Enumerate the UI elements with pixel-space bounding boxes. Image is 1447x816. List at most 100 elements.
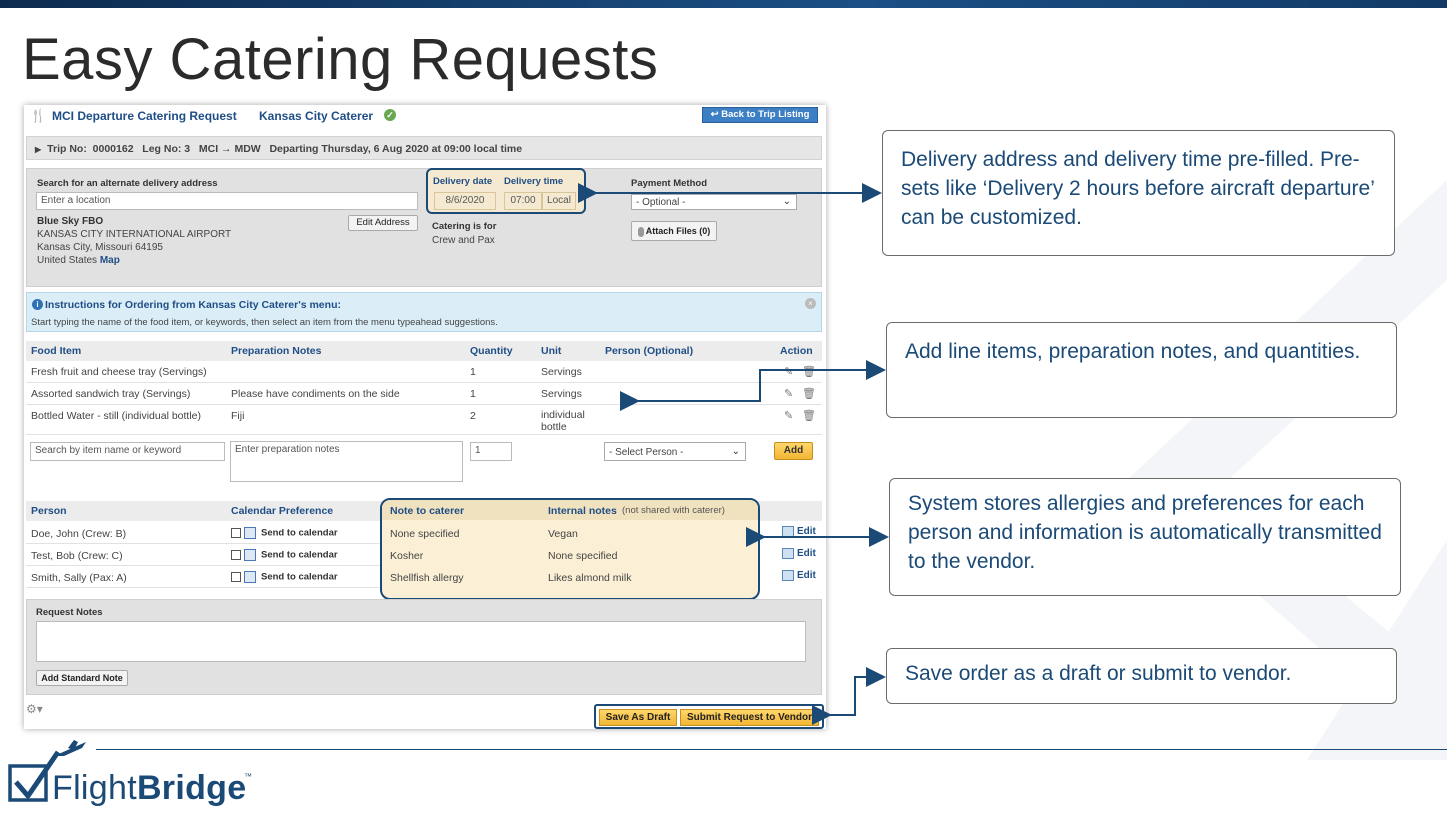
table-row: Bottled Water - still (individual bottle… (26, 405, 822, 435)
vendor-name[interactable]: Kansas City Caterer (259, 109, 374, 123)
add-standard-note-button[interactable]: Add Standard Note (36, 670, 128, 686)
callout-line-items: Add line items, preparation notes, and q… (886, 322, 1397, 418)
person-select[interactable]: - Select Person -⌄ (604, 442, 746, 461)
notes-header-band (382, 500, 758, 520)
calendar-preference[interactable]: Send to calendar (231, 527, 338, 539)
calendar-checkbox[interactable] (231, 528, 241, 538)
trash-icon[interactable]: 🗑 (802, 366, 816, 378)
item-name: Assorted sandwich tray (Servings) (31, 388, 191, 400)
close-icon[interactable]: × (805, 298, 816, 309)
address-country: United States (37, 255, 98, 266)
trash-icon[interactable]: 🗑 (802, 388, 816, 400)
edit-pencil-icon[interactable]: ✎ (784, 366, 794, 378)
edit-label: Edit (797, 548, 816, 560)
edit-person-button[interactable]: Edit (782, 548, 816, 559)
edit-pencil-icon[interactable]: ✎ (784, 388, 794, 400)
internal-notes-subtitle: (not shared with caterer) (622, 505, 725, 516)
slide-title: Easy Catering Requests (22, 27, 659, 92)
item-unit: Servings (541, 366, 582, 378)
alternate-address-label: Search for an alternate delivery address (37, 178, 218, 189)
location-search-input[interactable]: Enter a location (36, 192, 418, 210)
calendar-checkbox[interactable] (231, 572, 241, 582)
fbo-name: Blue Sky FBO (37, 216, 104, 227)
logo-text-bold: Bridge (136, 769, 247, 807)
trip-summary: Trip No: 0000162 Leg No: 3 MCI → MDW Dep… (47, 143, 523, 155)
instructions-box: i Instructions for Ordering from Kansas … (26, 292, 822, 332)
prep-notes-input[interactable]: Enter preparation notes (230, 441, 463, 482)
edit-address-button[interactable]: Edit Address (348, 215, 418, 231)
request-header: 🍴 MCI Departure Catering Request Kansas … (24, 105, 826, 127)
send-to-calendar-label: Send to calendar (261, 527, 338, 539)
calendar-checkbox[interactable] (231, 550, 241, 560)
item-unit: individual (541, 409, 585, 421)
delivery-date-input[interactable]: 8/6/2020 (434, 192, 496, 210)
delivery-time-input[interactable]: 07:00 (504, 192, 542, 210)
item-qty: 1 (470, 366, 476, 378)
caterer-note: Shellfish allergy (390, 572, 464, 584)
back-to-trip-listing-button[interactable]: ↩ Back to Trip Listing (702, 107, 818, 123)
edit-pencil-icon[interactable]: ✎ (784, 410, 794, 422)
edit-person-button[interactable]: Edit (782, 526, 816, 537)
send-to-calendar-label: Send to calendar (261, 571, 338, 583)
caterer-note: None specified (390, 528, 460, 540)
address-line-1: KANSAS CITY INTERNATIONAL AIRPORT (37, 229, 232, 240)
col-quantity: Quantity (470, 345, 513, 357)
footer-actions-highlight: Save As Draft Submit Request to Vendor (594, 704, 824, 729)
submit-request-button[interactable]: Submit Request to Vendor (680, 709, 819, 726)
attach-files-button[interactable]: Attach Files (0) (631, 221, 717, 241)
col-note-to-caterer: Note to caterer (390, 505, 465, 517)
person-name: Smith, Sally (Pax: A) (31, 572, 127, 584)
vendor-verified-icon: ✓ (384, 109, 396, 121)
table-row: Assorted sandwich tray (Servings) Please… (26, 383, 822, 405)
payment-method-select[interactable]: - Optional - ⌄ (631, 194, 797, 210)
col-person-name: Person (31, 505, 67, 517)
quantity-input[interactable]: 1 (470, 442, 512, 461)
trash-icon[interactable]: 🗑 (802, 410, 816, 422)
item-name: Fresh fruit and cheese tray (Servings) (31, 366, 207, 378)
col-action: Action (780, 345, 813, 357)
item-unit-line2: bottle (541, 421, 567, 433)
chevron-down-icon: ⌄ (731, 446, 740, 457)
add-item-button[interactable]: Add (774, 442, 813, 460)
request-notes-label: Request Notes (36, 607, 103, 618)
delivery-panel: Search for an alternate delivery address… (26, 168, 822, 287)
chevron-down-icon: ⌄ (782, 196, 791, 207)
save-as-draft-button[interactable]: Save As Draft (599, 709, 677, 726)
catering-request-window: 🍴 MCI Departure Catering Request Kansas … (24, 105, 826, 729)
edit-label: Edit (797, 526, 816, 538)
item-qty: 2 (470, 410, 476, 422)
catering-for-value: Crew and Pax (432, 235, 495, 246)
col-person: Person (Optional) (605, 345, 694, 357)
edit-person-button[interactable]: Edit (782, 570, 816, 581)
gear-icon[interactable]: ⚙▾ (26, 702, 43, 716)
calendar-preference[interactable]: Send to calendar (231, 571, 338, 583)
fork-knife-icon: 🍴 (30, 108, 47, 123)
edit-note-icon (782, 526, 794, 537)
callout-delivery: Delivery address and delivery time pre-f… (882, 130, 1395, 256)
table-row: Doe, John (Crew: B) Send to calendar (26, 522, 380, 544)
item-search-input[interactable]: Search by item name or keyword (30, 442, 225, 461)
calendar-icon (244, 527, 256, 539)
calendar-preference[interactable]: Send to calendar (231, 549, 338, 561)
col-food-item: Food Item (31, 345, 82, 357)
table-row: Test, Bob (Crew: C) Send to calendar (26, 544, 380, 566)
flightbridge-logo-text: FlightBridge (52, 769, 246, 808)
internal-note: None specified (548, 550, 618, 562)
instructions-body: Start typing the name of the food item, … (31, 317, 498, 328)
request-title: MCI Departure Catering Request (52, 109, 237, 123)
trip-summary-bar[interactable]: ▶Trip No: 0000162 Leg No: 3 MCI → MDW De… (26, 136, 822, 160)
trademark-symbol: ™ (244, 772, 252, 781)
flightbridge-logo-mark (8, 740, 86, 802)
table-row: Fresh fruit and cheese tray (Servings) 1… (26, 361, 822, 383)
request-notes-textarea[interactable] (36, 621, 806, 662)
col-unit: Unit (541, 345, 562, 357)
address-country-row: United States Map (37, 254, 120, 267)
edit-label: Edit (797, 570, 816, 582)
payment-method-value: - Optional - (636, 197, 686, 208)
attach-files-label: Attach Files (0) (645, 226, 711, 236)
map-link[interactable]: Map (99, 255, 120, 266)
calendar-icon (244, 549, 256, 561)
item-notes: Please have condiments on the side (231, 388, 400, 400)
caterer-note: Kosher (390, 550, 424, 562)
col-prep-notes: Preparation Notes (231, 345, 322, 357)
